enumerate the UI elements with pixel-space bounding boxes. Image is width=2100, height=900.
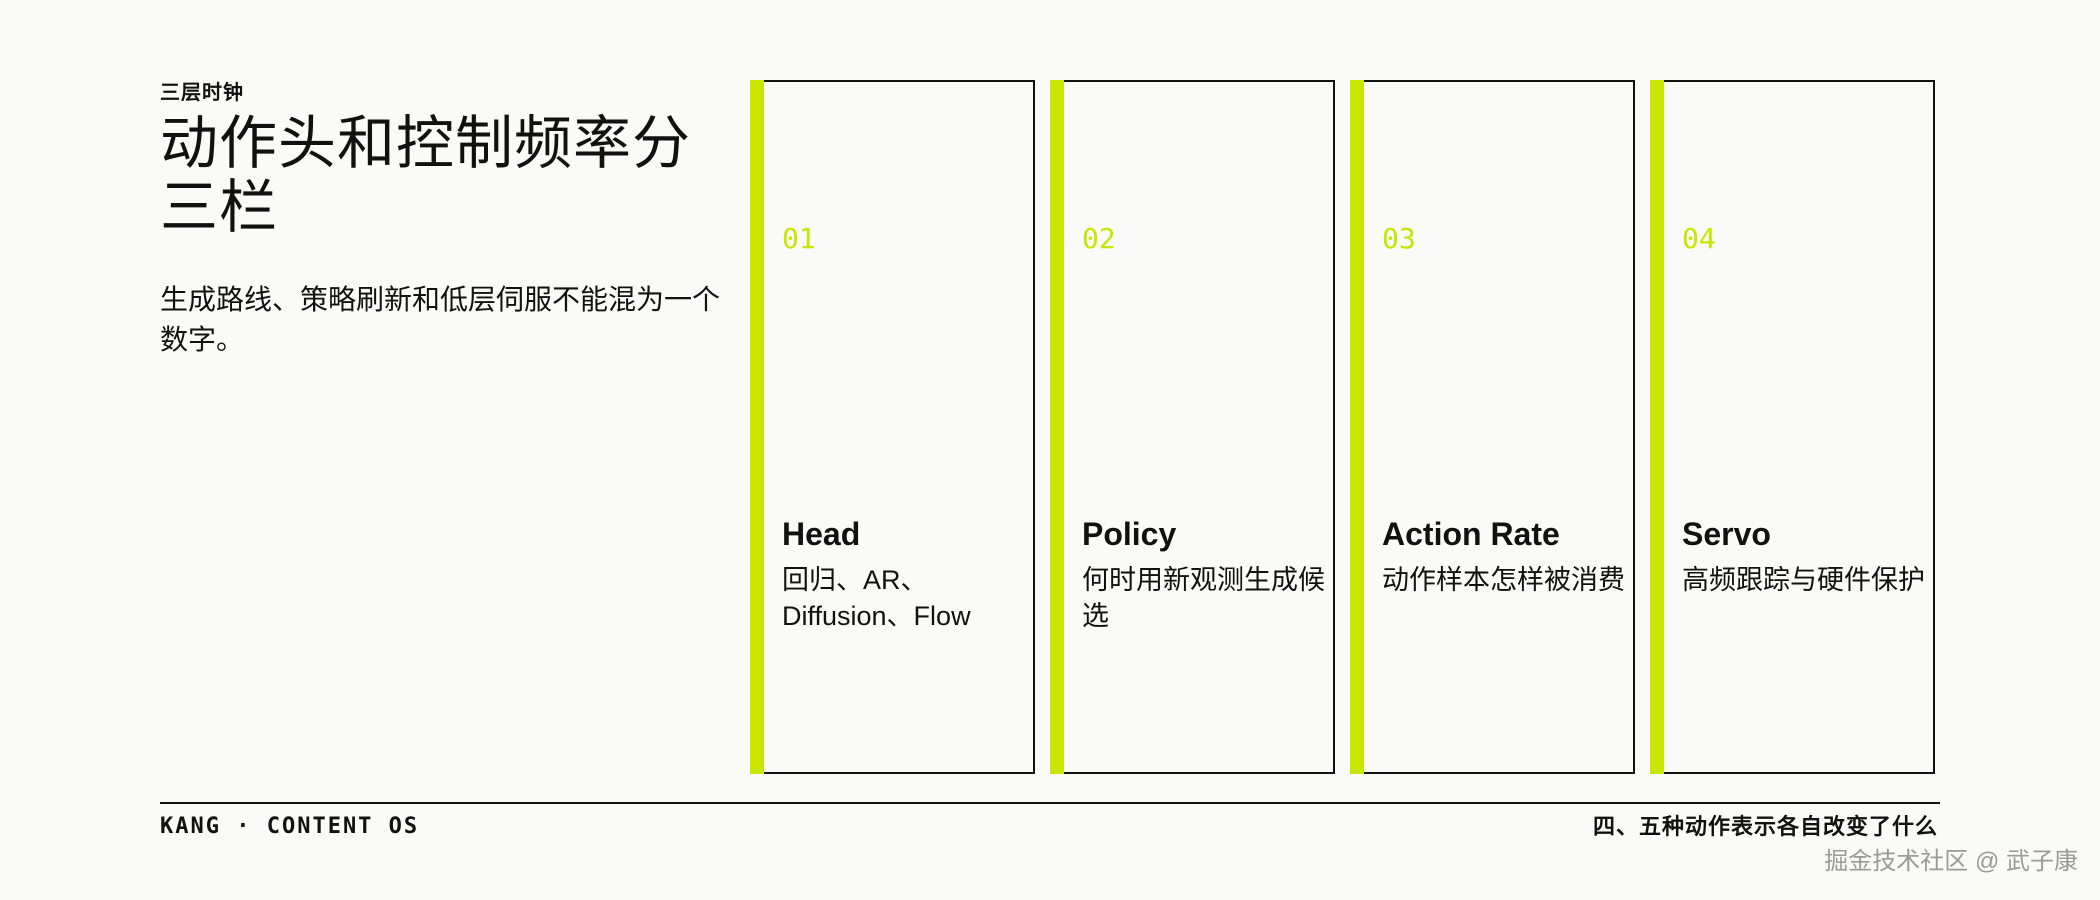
card-accent-bar [1350,80,1364,774]
card-policy: 02 Policy 何时用新观测生成候选 [1050,80,1335,774]
card-accent-bar [750,80,764,774]
footer-section-title: 四、五种动作表示各自改变了什么 [1592,814,1938,839]
card-number: 01 [782,222,816,255]
footer-brand: KANG · CONTENT OS [160,814,420,839]
card-title: Policy [1082,516,1177,552]
watermark: 掘金技术社区 @ 武子康 [1824,848,2078,875]
card-number: 04 [1682,222,1716,255]
card-number: 03 [1382,222,1416,255]
card-title: Servo [1682,516,1771,552]
page-title: 动作头和控制频率分三栏 [160,111,692,240]
card-accent-bar [1650,80,1664,774]
card-description: 何时用新观测生成候选 [1082,565,1325,631]
card-description: 动作样本怎样被消费 [1382,565,1625,595]
card-number: 02 [1082,222,1116,255]
card-row: 01 Head 回归、AR、Diffusion、Flow 02 Policy 何… [750,80,1935,774]
card-description: 高频跟踪与硬件保护 [1682,565,1925,595]
card-servo: 04 Servo 高频跟踪与硬件保护 [1650,80,1935,774]
card-title: Action Rate [1382,516,1560,552]
card-head: 01 Head 回归、AR、Diffusion、Flow [750,80,1035,774]
section-eyebrow: 三层时钟 [160,82,244,104]
card-title: Head [782,516,861,552]
card-accent-bar [1050,80,1064,774]
page-subtitle: 生成路线、策略刷新和低层伺服不能混为一个数字。 [160,284,721,355]
card-description: 回归、AR、Diffusion、Flow [782,565,971,631]
footer-divider [160,802,1940,804]
card-action-rate: 03 Action Rate 动作样本怎样被消费 [1350,80,1635,774]
